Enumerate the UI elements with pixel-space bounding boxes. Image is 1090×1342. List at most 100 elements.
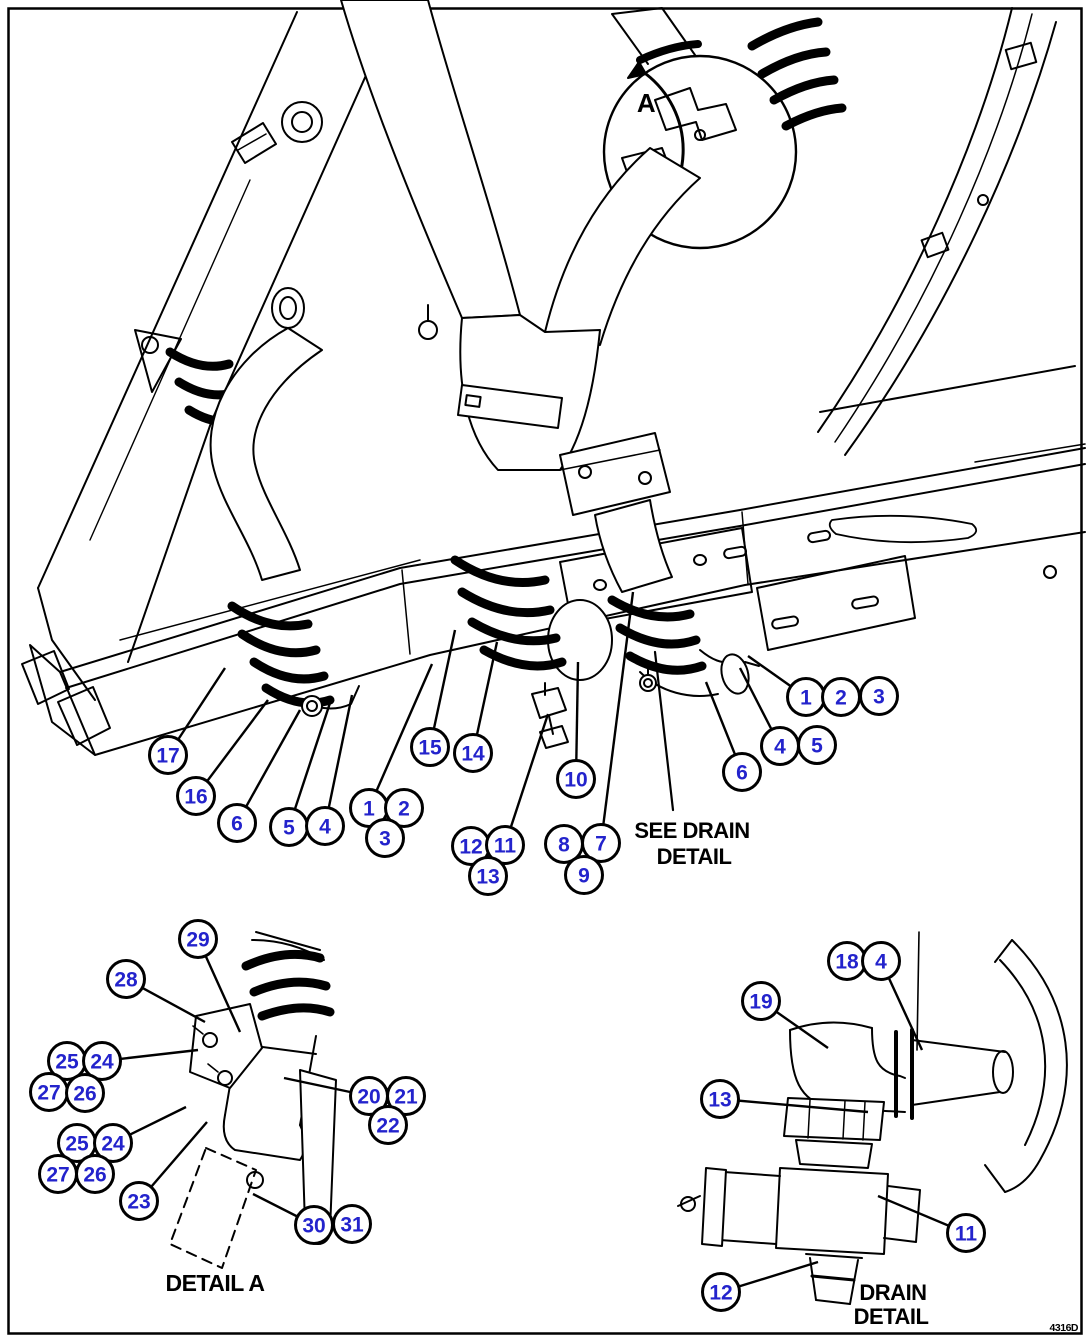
callout-24[interactable]: 24 bbox=[93, 1123, 133, 1163]
callout-12[interactable]: 12 bbox=[451, 826, 491, 866]
callout-circle[interactable] bbox=[93, 1123, 133, 1163]
callout-6[interactable]: 6 bbox=[722, 752, 762, 792]
callout-20[interactable]: 20 bbox=[349, 1076, 389, 1116]
callout-number: 25 bbox=[65, 1133, 89, 1156]
callout-number: 1 bbox=[363, 798, 375, 821]
callout-23[interactable]: 23 bbox=[119, 1181, 159, 1221]
callout-circle[interactable] bbox=[581, 823, 621, 863]
callout-14[interactable]: 14 bbox=[453, 733, 493, 773]
callout-28[interactable]: 28 bbox=[106, 959, 146, 999]
callout-circle[interactable] bbox=[564, 855, 604, 895]
callout-circle[interactable] bbox=[119, 1181, 159, 1221]
callout-number: 19 bbox=[749, 991, 772, 1014]
callout-15[interactable]: 15 bbox=[410, 727, 450, 767]
callout-11[interactable]: 11 bbox=[485, 825, 525, 865]
callout-number: 4 bbox=[319, 816, 331, 839]
callout-10[interactable]: 10 bbox=[556, 759, 596, 799]
callout-2[interactable]: 2 bbox=[384, 788, 424, 828]
callout-1[interactable]: 1 bbox=[786, 677, 826, 717]
callout-16[interactable]: 16 bbox=[176, 776, 216, 816]
callout-circle[interactable] bbox=[453, 733, 493, 773]
callout-11[interactable]: 11 bbox=[946, 1213, 986, 1253]
callout-12[interactable]: 12 bbox=[701, 1272, 741, 1312]
callout-2[interactable]: 2 bbox=[821, 677, 861, 717]
callout-number: 3 bbox=[379, 828, 391, 851]
callout-circle[interactable] bbox=[178, 919, 218, 959]
callout-number: 22 bbox=[376, 1115, 399, 1138]
callout-circle[interactable] bbox=[365, 818, 405, 858]
callout-number: 12 bbox=[459, 836, 482, 859]
callout-5[interactable]: 5 bbox=[797, 725, 837, 765]
callout-5[interactable]: 5 bbox=[269, 807, 309, 847]
callout-number: 6 bbox=[736, 762, 748, 785]
page-border bbox=[7, 7, 1083, 1335]
callout-circle[interactable] bbox=[217, 803, 257, 843]
callout-circle[interactable] bbox=[797, 725, 837, 765]
callout-4[interactable]: 4 bbox=[760, 726, 800, 766]
callout-circle[interactable] bbox=[410, 727, 450, 767]
callout-6[interactable]: 6 bbox=[217, 803, 257, 843]
callout-24[interactable]: 24 bbox=[82, 1041, 122, 1081]
callout-circle[interactable] bbox=[148, 735, 188, 775]
callout-circle[interactable] bbox=[386, 1076, 426, 1116]
callout-number: 28 bbox=[114, 969, 138, 992]
callout-13[interactable]: 13 bbox=[700, 1079, 740, 1119]
leader-line-4 bbox=[323, 694, 354, 827]
callout-circle[interactable] bbox=[384, 788, 424, 828]
callout-circle[interactable] bbox=[468, 856, 508, 896]
callout-29[interactable]: 29 bbox=[178, 919, 218, 959]
callout-number: 21 bbox=[394, 1086, 418, 1109]
callout-4[interactable]: 4 bbox=[861, 941, 901, 981]
callout-number: 30 bbox=[302, 1215, 325, 1238]
callout-circle[interactable] bbox=[485, 825, 525, 865]
callout-circle[interactable] bbox=[700, 1079, 740, 1119]
callout-3[interactable]: 3 bbox=[365, 818, 405, 858]
callout-circle[interactable] bbox=[946, 1213, 986, 1253]
callout-circle[interactable] bbox=[368, 1105, 408, 1145]
callout-21[interactable]: 21 bbox=[386, 1076, 426, 1116]
callout-number: 17 bbox=[156, 745, 179, 768]
callout-number: 27 bbox=[46, 1164, 69, 1187]
callout-31[interactable]: 31 bbox=[332, 1204, 372, 1244]
callout-circle[interactable] bbox=[861, 941, 901, 981]
callout-circle[interactable] bbox=[65, 1073, 105, 1113]
callout-circle[interactable] bbox=[741, 981, 781, 1021]
line-art bbox=[21, 0, 1086, 1305]
callout-3[interactable]: 3 bbox=[859, 676, 899, 716]
callout-circle[interactable] bbox=[75, 1154, 115, 1194]
callout-circle[interactable] bbox=[82, 1041, 122, 1081]
callout-number: 4 bbox=[875, 951, 887, 974]
callout-circle[interactable] bbox=[556, 759, 596, 799]
callout-circle[interactable] bbox=[305, 806, 345, 846]
callout-circle[interactable] bbox=[332, 1204, 372, 1244]
callout-30[interactable]: 30 bbox=[294, 1205, 334, 1245]
leader-line-13 bbox=[719, 1097, 869, 1114]
callout-number: 24 bbox=[101, 1133, 125, 1156]
callout-7[interactable]: 7 bbox=[581, 823, 621, 863]
callout-19[interactable]: 19 bbox=[741, 981, 781, 1021]
leader-line-5 bbox=[287, 702, 332, 828]
callout-circle[interactable] bbox=[176, 776, 216, 816]
callout-circle[interactable] bbox=[701, 1272, 741, 1312]
see-drain-detail-label-line1: SEE DRAIN bbox=[634, 818, 749, 843]
callout-number: 4 bbox=[774, 736, 786, 759]
callout-25[interactable]: 25 bbox=[57, 1123, 97, 1163]
callout-4[interactable]: 4 bbox=[305, 806, 345, 846]
leader-line-1 bbox=[367, 663, 434, 809]
callout-26[interactable]: 26 bbox=[65, 1073, 105, 1113]
callout-number: 26 bbox=[73, 1083, 96, 1106]
callout-17[interactable]: 17 bbox=[148, 735, 188, 775]
callout-13[interactable]: 13 bbox=[468, 856, 508, 896]
callout-circle[interactable] bbox=[859, 676, 899, 716]
callout-22[interactable]: 22 bbox=[368, 1105, 408, 1145]
callout-26[interactable]: 26 bbox=[75, 1154, 115, 1194]
callout-18[interactable]: 18 bbox=[827, 941, 867, 981]
callout-27[interactable]: 27 bbox=[38, 1154, 78, 1194]
callout-27[interactable]: 27 bbox=[29, 1072, 69, 1112]
callout-9[interactable]: 9 bbox=[564, 855, 604, 895]
callout-circle[interactable] bbox=[106, 959, 146, 999]
callout-number: 24 bbox=[90, 1051, 114, 1074]
callout-circle[interactable] bbox=[722, 752, 762, 792]
leader-line-7 bbox=[599, 591, 635, 844]
